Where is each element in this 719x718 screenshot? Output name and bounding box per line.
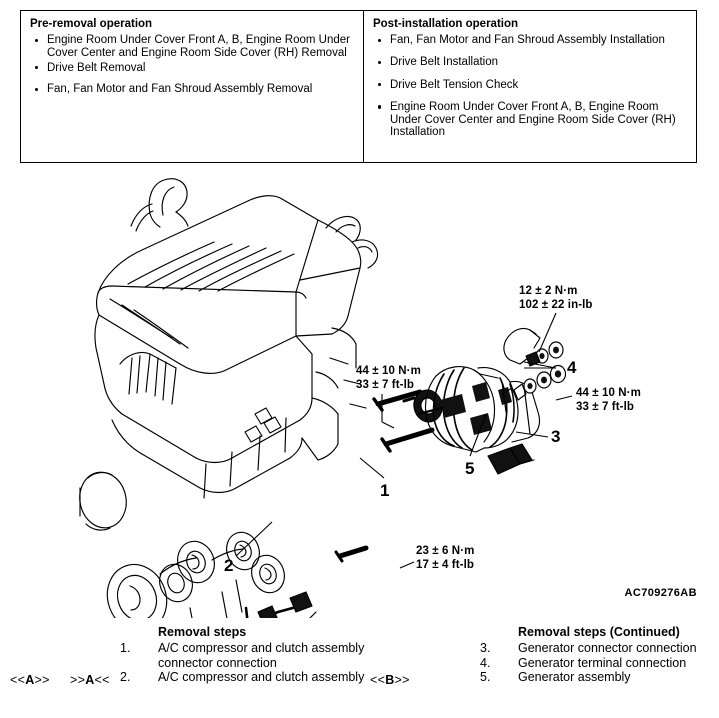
torque-metric: 23 ± 6 N·m [416,545,475,557]
bullet-icon [35,66,39,70]
marker-suffix: << [94,673,110,687]
step-text: Generator connector connection [518,641,697,655]
engine-assembly-diagram [0,168,719,618]
step-number: 2. [120,670,131,685]
compressor-mount-block [257,591,313,618]
operation-box: Pre-removal operation Engine Room Under … [20,10,697,163]
generator-terminal-hardware [503,327,564,367]
marker-b-remove: <<B>> [370,673,410,687]
removal-step-item: 2. A/C compressor and clutch assembly [120,670,370,685]
compressor-mount-bolts [334,545,369,563]
engine-line-art [79,178,567,618]
step-number: 3. [480,641,491,655]
removal-steps-right-column: Removal steps (Continued) 3. Generator c… [480,625,719,685]
engine-block [94,314,313,499]
removal-step-item: 4. Generator terminal connection [480,656,719,671]
intake-hose [130,178,189,232]
torque-generator-bolt-right: 44 ± 10 N·m 33 ± 7 ft-lb [576,386,641,414]
callout-1: 1 [380,481,390,500]
callout-5: 5 [465,459,475,478]
pre-removal-list: Engine Room Under Cover Front A, B, Engi… [30,34,355,96]
step-number: 5. [480,670,491,685]
marker-a-remove: <<A>> [10,673,50,687]
generator-terminal-washers [501,364,567,413]
mitsubishi-logo-icon [244,407,282,443]
pre-removal-title: Pre-removal operation [30,18,153,30]
removal-steps-continued-title: Removal steps (Continued) [518,625,680,639]
bullet-icon [377,38,382,42]
bullet-icon [35,87,39,92]
removal-step-item: 3. Generator connector connection [480,641,719,656]
torque-generator-terminal: 12 ± 2 N·m 102 ± 22 in-lb [519,284,593,312]
pre-removal-item-text: Drive Belt Removal [47,61,146,74]
marker-letter: B [385,673,395,687]
post-installation-operation-panel: Post-installation operation Fan, Fan Mot… [364,11,696,162]
pre-removal-operation-panel: Pre-removal operation Engine Room Under … [21,11,364,162]
marker-letter: A [85,673,95,687]
torque-imperial: 102 ± 22 in-lb [519,299,593,311]
post-installation-item-text: Drive Belt Installation [389,56,499,69]
lower-engine-brackets [189,579,243,618]
exhaust-manifold-area [301,327,367,461]
marker-prefix: << [370,673,386,687]
generator-mounting-bolt-upper [372,389,423,412]
torque-metric: 44 ± 10 N·m [356,365,421,377]
left-side-cover [79,471,127,531]
post-installation-item: Drive Belt Tension Check [373,79,688,92]
step-number: 4. [480,655,491,670]
bullet-icon [377,105,382,109]
callout-2: 2 [224,556,234,575]
drawing-code: AC709276AB [624,587,697,599]
post-installation-item: Engine Room Under Cover Front A, B, Engi… [373,101,688,139]
marker-a-install: >>A<< [70,673,110,687]
marker-suffix: >> [394,673,410,687]
step-text: Generator terminal connection [518,655,687,670]
intake-manifold-cover [96,195,319,374]
step-text: A/C compressor and clutch assembly [158,670,365,685]
post-installation-item-text: Engine Room Under Cover Front A, B, Engi… [389,100,676,139]
marker-prefix: << [10,673,26,687]
torque-generator-bolt-left: 44 ± 10 N·m 33 ± 7 ft-lb [356,364,421,392]
torque-imperial: 33 ± 7 ft-lb [356,379,414,391]
step-text: A/C compressor and clutch assembly conne… [158,641,365,670]
torque-imperial: 17 ± 4 ft-lb [416,559,474,571]
torque-imperial: 33 ± 7 ft-lb [576,401,634,413]
torque-metric: 44 ± 10 N·m [576,387,641,399]
bullet-icon [35,38,39,42]
marker-prefix: >> [70,673,86,687]
post-installation-title: Post-installation operation [372,18,519,30]
torque-metric: 12 ± 2 N·m [519,285,578,297]
pre-removal-item-text: Engine Room Under Cover Front A, B, Engi… [47,34,350,59]
bullet-icon [377,60,382,65]
post-installation-item-text: Drive Belt Tension Check [389,78,519,91]
removal-steps-title: Removal steps [158,625,247,639]
post-installation-item: Drive Belt Installation [373,56,688,69]
removal-steps-section: Removal steps 1. A/C compressor and clut… [0,625,719,718]
pre-removal-item: Engine Room Under Cover Front A, B, Engi… [30,34,355,60]
pre-removal-item: Fan, Fan Motor and Fan Shroud Assembly R… [30,83,355,96]
marker-letter: A [25,673,35,687]
post-installation-list: Fan, Fan Motor and Fan Shroud Assembly I… [373,34,688,139]
accessory-drive-pulleys [106,531,285,618]
step-number: 1. [120,641,131,655]
generator-assembly [402,366,541,453]
pre-removal-item: Drive Belt Removal [30,62,355,75]
removal-step-item: 1. A/C compressor and clutch assembly co… [120,641,370,670]
generator-mounting-bolt-lower [380,427,435,453]
generator-connector [487,443,535,475]
removal-step-item: 5. Generator assembly [480,670,719,685]
bullet-icon [377,83,382,87]
plenum-right-section [295,215,379,337]
pre-removal-item-text: Fan, Fan Motor and Fan Shroud Assembly R… [47,83,313,96]
post-installation-item: Fan, Fan Motor and Fan Shroud Assembly I… [373,34,688,47]
torque-compressor-bolt: 23 ± 6 N·m 17 ± 4 ft-lb [416,544,474,572]
marker-suffix: >> [34,673,50,687]
callout-4: 4 [567,358,577,377]
post-installation-item-text: Fan, Fan Motor and Fan Shroud Assembly I… [389,34,665,46]
callout-3: 3 [551,427,561,446]
removal-steps-left-column: Removal steps 1. A/C compressor and clut… [120,625,370,685]
step-text: Generator assembly [518,670,631,685]
